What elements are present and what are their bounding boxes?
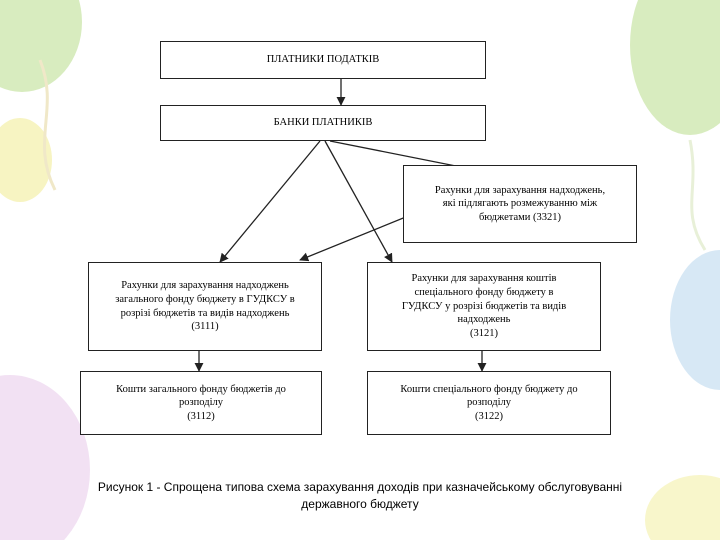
box-taxpayers: ПЛАТНИКИ ПОДАТКІВ bbox=[160, 41, 486, 79]
box-accounts-3321: Рахунки для зарахування надходжень, які … bbox=[403, 165, 637, 243]
box-funds-3122: Кошти спеціального фонду бюджету до розп… bbox=[367, 371, 611, 435]
yellow-balloon-left bbox=[0, 118, 52, 202]
pink-balloon-bottom-left bbox=[0, 375, 90, 540]
box-funds-3112-label: Кошти загального фонду бюджетів до розпо… bbox=[116, 383, 286, 422]
box-taxpayers-label: ПЛАТНИКИ ПОДАТКІВ bbox=[266, 54, 380, 66]
box-funds-3122-label: Кошти спеціального фонду бюджету до розп… bbox=[400, 383, 578, 422]
blue-balloon-bottom-right bbox=[670, 250, 720, 390]
box-banks: БАНКИ ПЛАТНИКІВ bbox=[160, 105, 486, 141]
yellow-balloon-bottom-right bbox=[645, 475, 720, 540]
box-accounts-3121-label: Рахунки для зарахування коштів спеціальн… bbox=[401, 273, 567, 339]
figure-caption-text: Рисунок 1 - Спрощена типова схема зараху… bbox=[97, 480, 623, 512]
box-accounts-3121: Рахунки для зарахування коштів спеціальн… bbox=[367, 262, 601, 351]
figure-caption: Рисунок 1 - Спрощена типова схема зараху… bbox=[40, 479, 680, 514]
box-accounts-3321-label: Рахунки для зарахування надходжень, які … bbox=[434, 184, 606, 223]
arrow-banks-to-3121 bbox=[324, 140, 393, 263]
box-banks-label: БАНКИ ПЛАТНИКІВ bbox=[273, 117, 373, 129]
green-balloon-top-left bbox=[0, 0, 82, 92]
box-accounts-3111: Рахунки для зарахування надходжень загал… bbox=[88, 262, 322, 351]
box-funds-3112: Кошти загального фонду бюджетів до розпо… bbox=[80, 371, 322, 435]
balloon-string-right bbox=[688, 139, 707, 251]
box-accounts-3111-label: Рахунки для зарахування надходжень загал… bbox=[115, 280, 295, 333]
balloon-string-left bbox=[38, 59, 57, 191]
green-balloon-right bbox=[630, 0, 720, 135]
arrow-banks-to-3111 bbox=[219, 140, 321, 263]
